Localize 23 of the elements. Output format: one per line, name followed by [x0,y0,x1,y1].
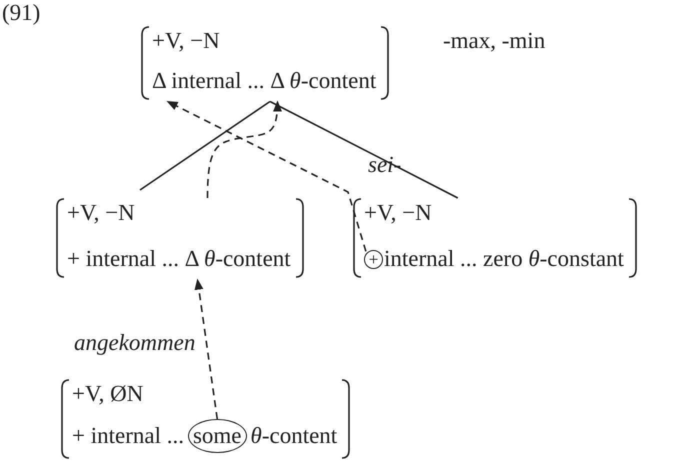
feature-text: +V, −N [364,200,432,226]
example-number: (91) [2,0,40,26]
feature-text: +V, ØN [72,381,144,407]
feature-text: + internal ... Δ θ-content [67,246,291,272]
feature-matrix [60,379,351,459]
circled-plus-sign: + [364,250,383,268]
tree-branch [140,100,270,191]
morpheme-label: angekommen [74,330,196,356]
dashed-arrow [194,278,218,420]
feature-text: internal ... zero θ-constant [384,246,624,272]
feature-matrix [140,26,390,100]
feature-label: -max, -min [443,28,546,54]
feature-matrix [352,198,638,278]
feature-text: +V, −N [67,200,135,226]
tree-branch [270,100,458,199]
dashed-arrow [206,100,282,198]
feature-text: θ-content [250,423,338,449]
feature-text: +V, −N [152,28,220,54]
dashed-arrow [166,100,367,252]
feature-text: Δ internal ... Δ θ-content [152,68,376,94]
feature-text: + internal ... [72,423,184,449]
feature-matrix [55,198,305,278]
circled-feature: some [188,419,247,453]
